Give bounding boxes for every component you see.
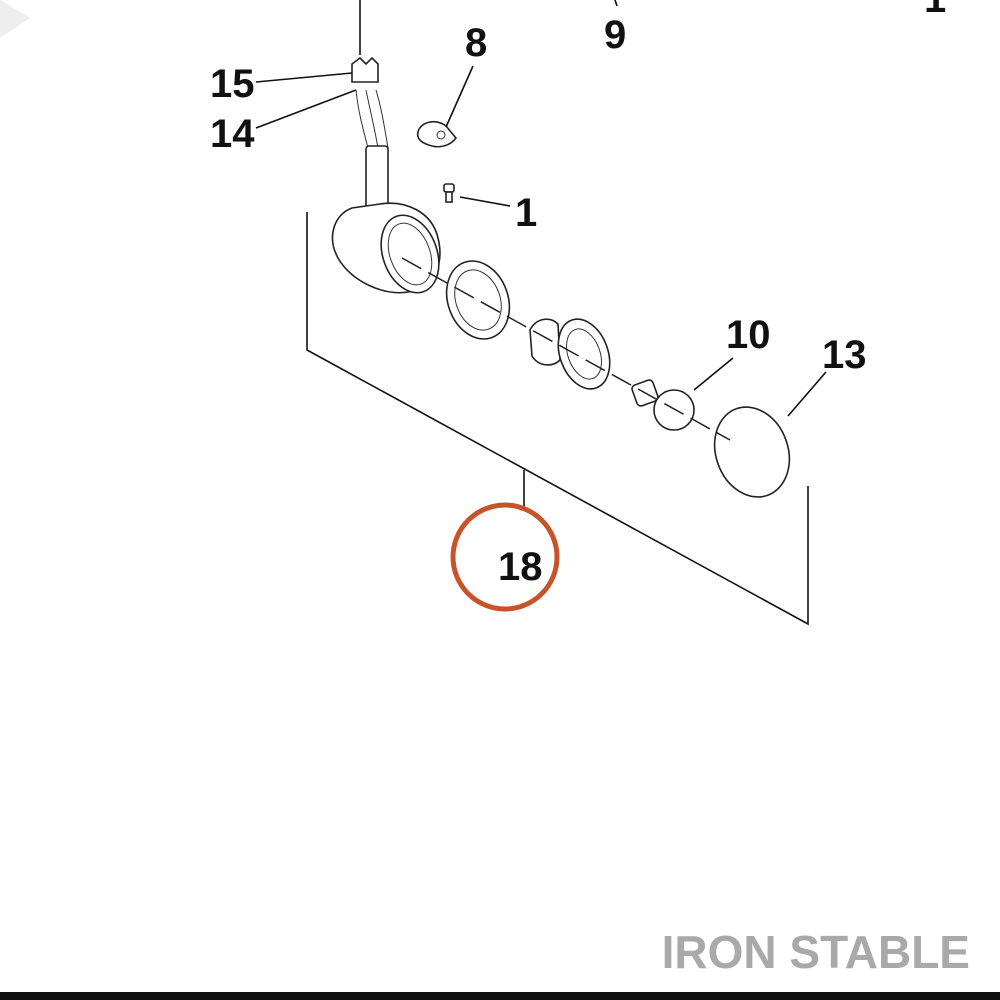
- leader-14: [255, 89, 357, 129]
- callout-corner: 1: [924, 0, 946, 21]
- callout-15: 15: [210, 62, 255, 106]
- watermark: IRON STABLE: [662, 926, 970, 978]
- callout-9: 9: [604, 13, 626, 57]
- callout-13: 13: [822, 333, 867, 377]
- screw-1: [443, 183, 511, 207]
- cable-9: [411, 0, 592, 213]
- highlight-circle: [450, 502, 560, 612]
- bulb-socket: [529, 318, 611, 390]
- callout-14: 14: [210, 112, 255, 156]
- lamp-housing: [331, 202, 441, 294]
- assembly-bracket: [306, 212, 809, 626]
- callout-18: 18: [498, 545, 543, 589]
- assembly-axis: [401, 257, 731, 441]
- cable-9-inner: [410, 0, 593, 213]
- corner-fragment: [0, 0, 30, 38]
- lens-13: [713, 371, 827, 498]
- callout-8: 8: [465, 21, 487, 65]
- callout-10: 10: [726, 313, 771, 357]
- clip-8: [416, 65, 474, 148]
- bottom-border: [0, 992, 1000, 1000]
- lens-ring: [445, 260, 511, 340]
- wire-harness: [351, 0, 389, 217]
- callout-1: 1: [515, 191, 537, 235]
- leader-15: [255, 72, 353, 83]
